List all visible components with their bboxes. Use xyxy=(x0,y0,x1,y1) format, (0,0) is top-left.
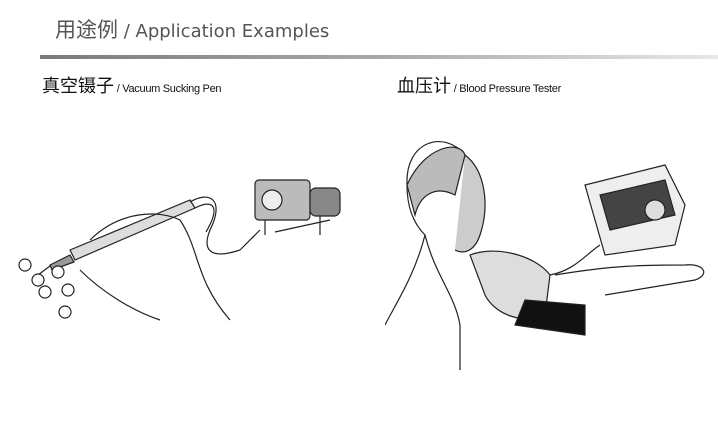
vacuum-pen-illustration xyxy=(18,179,341,321)
heading-en: / Blood Pressure Tester xyxy=(451,83,562,95)
heading-en: / Vacuum Sucking Pen xyxy=(114,83,222,95)
page-title: 用途例 / Application Examples xyxy=(55,14,329,44)
heading-zh: 真空镊子 xyxy=(42,76,114,97)
title-zh: 用途例 xyxy=(55,18,118,42)
example-heading-vacuum-pen: 真空镊子 / Vacuum Sucking Pen xyxy=(42,72,222,98)
blood-pressure-illustration xyxy=(385,141,705,370)
heading-zh: 血压计 xyxy=(397,76,451,97)
example-heading-blood-pressure: 血压计 / Blood Pressure Tester xyxy=(397,72,561,98)
title-en: / Application Examples xyxy=(118,21,330,42)
title-divider xyxy=(40,55,718,59)
